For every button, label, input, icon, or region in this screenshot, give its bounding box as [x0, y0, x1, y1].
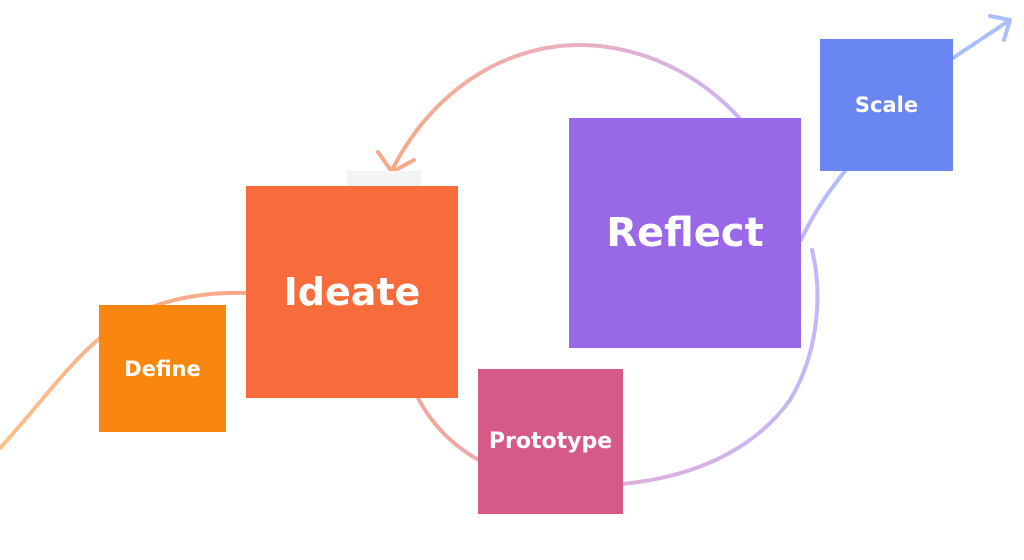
outgoing-flow-line [799, 169, 847, 242]
stage-reflect[interactable]: Reflect [569, 118, 801, 348]
stage-prototype[interactable]: Prototype [478, 369, 623, 514]
placeholder-tab [347, 171, 421, 186]
stage-scale[interactable]: Scale [820, 39, 953, 171]
stage-define[interactable]: Define [99, 305, 226, 432]
stage-ideate[interactable]: Ideate [246, 186, 458, 398]
exit-arrowhead-icon [988, 14, 1012, 42]
outgoing-flow-line-exit [951, 18, 1012, 60]
loop-top-arc [390, 42, 772, 172]
loop-bottom-arc [416, 248, 820, 488]
